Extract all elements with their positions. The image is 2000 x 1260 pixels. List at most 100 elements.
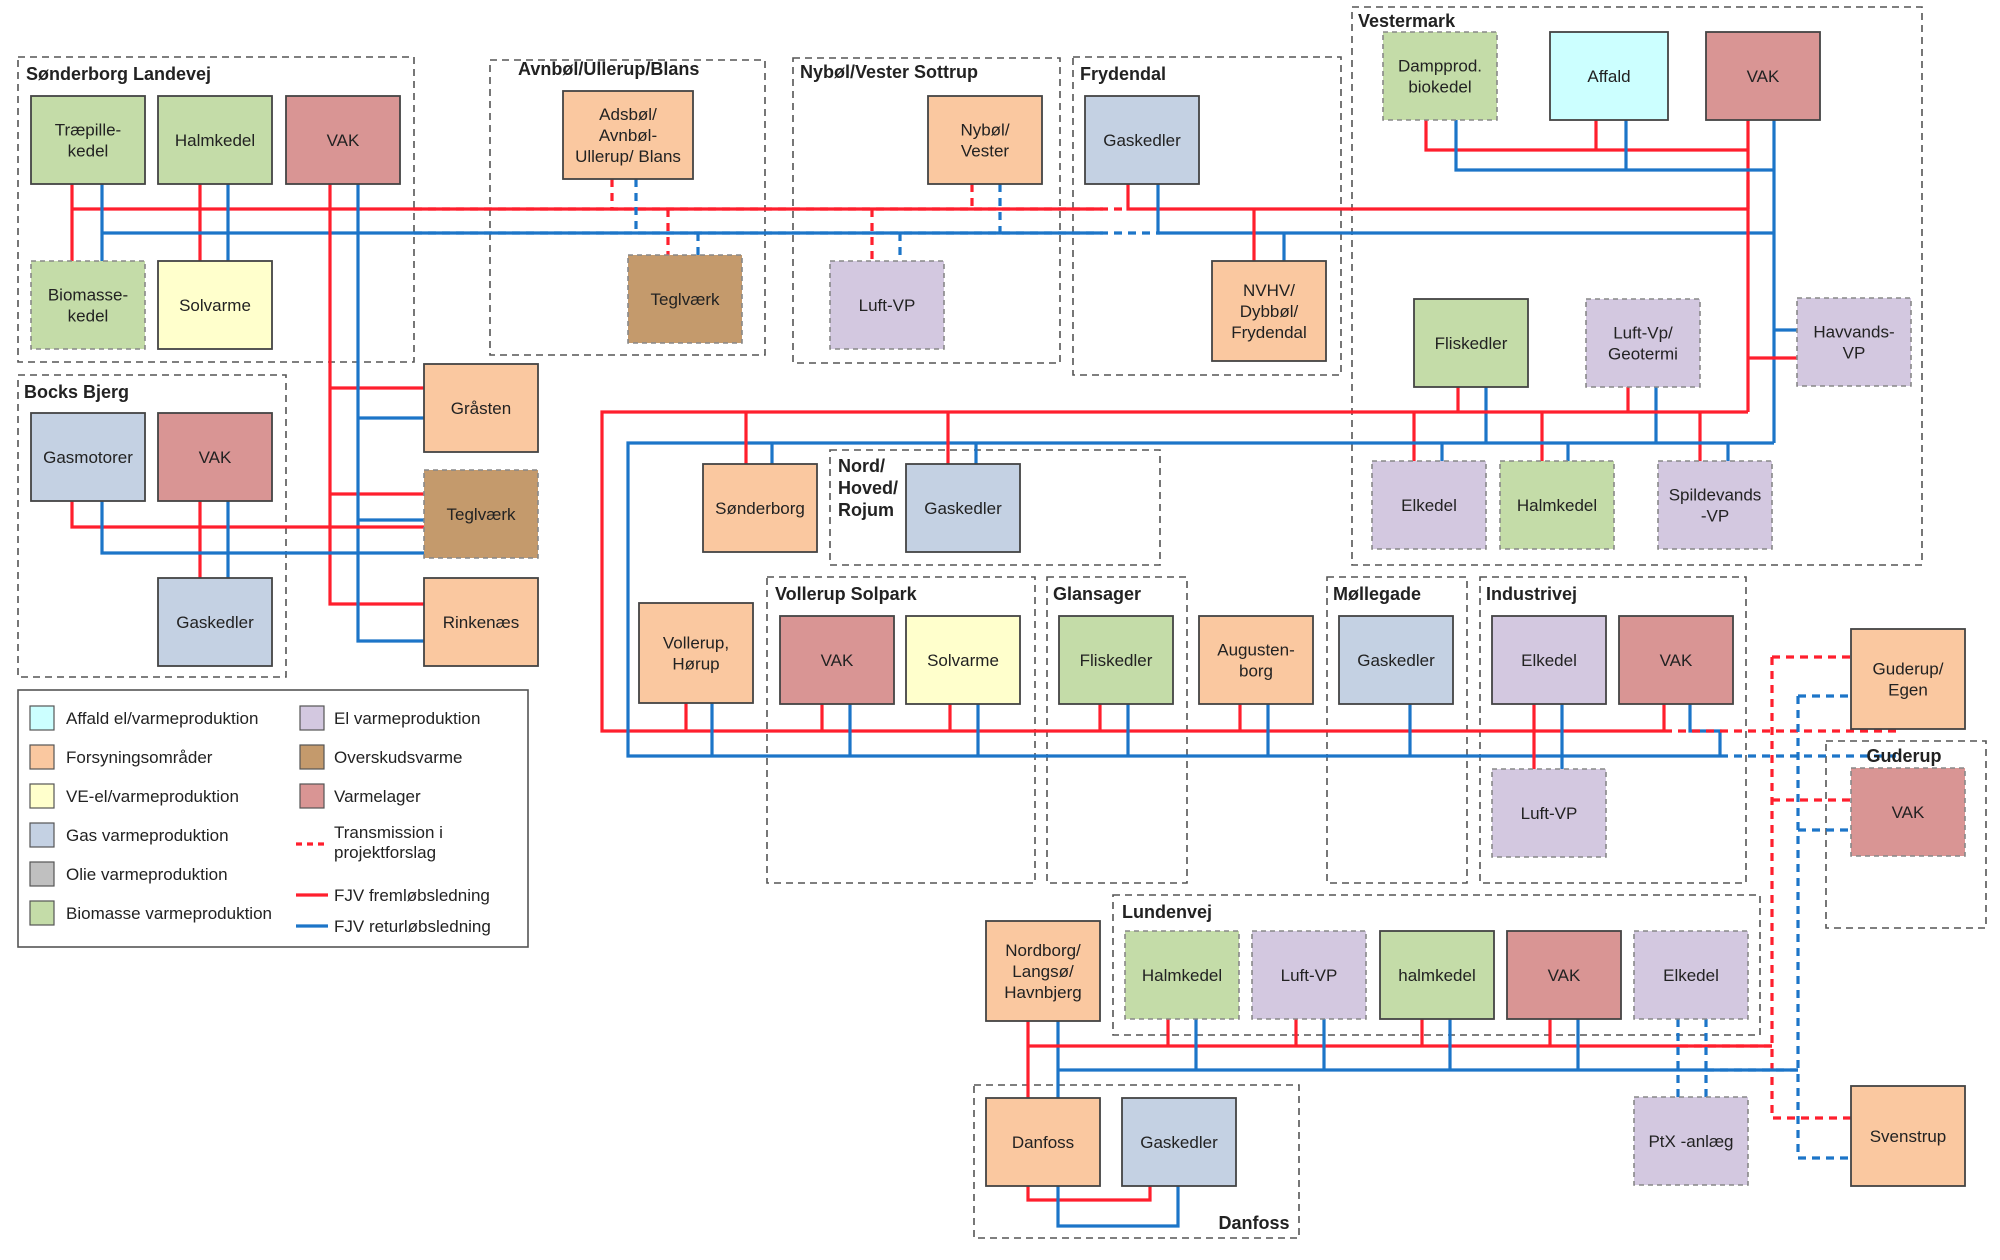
node-av_tegl: Teglværk [627, 254, 743, 344]
legend-label-overskud: Overskudsvarme [334, 748, 462, 767]
node-label-bb_gasmot: Gasmotorer [43, 448, 133, 467]
return-transmission-pipe [1796, 696, 1851, 1160]
legend-label-el: El varmeproduktion [334, 709, 480, 728]
node-lv_vak: VAK [1506, 930, 1622, 1020]
node-label-gra: Gråsten [451, 399, 511, 418]
node-df_gas: Gaskedler [1121, 1097, 1237, 1187]
legend-label-biomasse: Biomasse varmeproduktion [66, 904, 272, 923]
node-sl_halm: Halmkedel [157, 95, 273, 185]
node-svenstrup: Svenstrup [1850, 1085, 1966, 1187]
node-label-in_el: Elkedel [1521, 651, 1577, 670]
node-label-vs_vak: VAK [821, 651, 854, 670]
legend: Affald el/varmeproduktionForsyningsområd… [17, 689, 529, 948]
legend-swatch-biomasse [29, 900, 55, 926]
node-label-sonder: Sønderborg [715, 499, 805, 518]
node-vm_halm: Halmkedel [1499, 460, 1615, 550]
node-lv_luftvp: Luft-VP [1251, 930, 1367, 1020]
node-label-ny_nybol: Nybøl/Vester [960, 121, 1009, 161]
node-label-bb_gas: Gaskedler [176, 613, 254, 632]
node-sl_bio: Biomasse-kedel [30, 260, 146, 350]
legend-swatch-ve [29, 783, 55, 809]
node-sl_vak: VAK [285, 95, 401, 185]
area-frydendal [1072, 56, 1342, 376]
node-label-vm_halm: Halmkedel [1517, 496, 1597, 515]
node-label-vm_elkedel: Elkedel [1401, 496, 1457, 515]
node-label-vm_flis: Fliskedler [1435, 334, 1508, 353]
node-label-av_adsbol: Adsbøl/Avnbøl-Ullerup/ Blans [575, 105, 681, 166]
legend-swatch-gas [29, 822, 55, 848]
node-rinke: Rinkenæs [423, 577, 539, 667]
node-label-gl_flis: Fliskedler [1080, 651, 1153, 670]
area-label-guderup: Guderup [1867, 746, 1942, 766]
node-label-fr_nvhv: NVHV/Dybbøl/Frydendal [1231, 281, 1307, 342]
area-label-bocks_bjerg: Bocks Bjerg [24, 382, 129, 402]
node-label-lv_halm: Halmkedel [1142, 966, 1222, 985]
node-in_luftvp: Luft-VP [1491, 768, 1607, 858]
node-bb_gasmot: Gasmotorer [30, 412, 146, 502]
node-label-vm_vak: VAK [1747, 67, 1780, 86]
supply-transmission-pipe [1770, 657, 1851, 1120]
node-label-tegl2: Teglværk [447, 505, 516, 524]
return-pipe [626, 441, 1774, 758]
node-vm_luftgeo: Luft-Vp/Geotermi [1585, 298, 1701, 388]
node-vs_sol: Solvarme [905, 615, 1021, 705]
legend-label-ve: VE-el/varmeproduktion [66, 787, 239, 806]
node-label-lv_halm2: halmkedel [1398, 966, 1476, 985]
node-ny_luftvp: Luft-VP [829, 260, 945, 350]
area-nord [829, 449, 1161, 566]
node-vm_elkedel: Elkedel [1371, 460, 1487, 550]
area-bocks_bjerg [17, 374, 287, 678]
node-label-lv_elkedel: Elkedel [1663, 966, 1719, 985]
legend-label-gas: Gas varmeproduktion [66, 826, 229, 845]
node-label-in_vak: VAK [1660, 651, 1693, 670]
legend-label-varmelager: Varmelager [334, 787, 421, 806]
node-nordborg: Nordborg/Langsø/Havnbjerg [985, 920, 1101, 1022]
node-gud_egen: Guderup/Egen [1850, 628, 1966, 730]
node-av_adsbol: Adsbøl/Avnbøl-Ullerup/ Blans [562, 90, 694, 180]
node-label-lv_vak: VAK [1548, 966, 1581, 985]
node-vm_damp: Dampprod.biokedel [1382, 31, 1498, 121]
area-label-vollerup_solpark: Vollerup Solpark [775, 584, 918, 604]
area-label-mollegade: Møllegade [1333, 584, 1421, 604]
node-label-rinke: Rinkenæs [443, 613, 520, 632]
node-nord_gas: Gaskedler [905, 463, 1021, 553]
node-label-in_luftvp: Luft-VP [1521, 804, 1578, 823]
node-augusten: Augusten-borg [1198, 615, 1314, 705]
node-label-av_tegl: Teglværk [651, 290, 720, 309]
return-pipe [100, 501, 424, 555]
return-pipe [1688, 704, 1722, 756]
node-danfoss: Danfoss [985, 1097, 1101, 1187]
pipe-network [70, 120, 1900, 1228]
legend-swatch-varmelager [299, 783, 325, 809]
node-label-bb_vak: VAK [199, 448, 232, 467]
node-label-gud_vak: VAK [1892, 803, 1925, 822]
node-label-vm_spild: Spildevands-VP [1669, 486, 1762, 526]
node-ny_nybol: Nybøl/Vester [927, 95, 1043, 185]
area-label-nord: Nord/Hoved/Rojum [838, 456, 898, 520]
area-label-frydendal: Frydendal [1080, 64, 1166, 84]
node-vm_vak: VAK [1705, 31, 1821, 121]
legend-label-affald: Affald el/varmeproduktion [66, 709, 258, 728]
node-tegl2: Teglværk [423, 469, 539, 559]
legend-swatch-overskud [299, 744, 325, 770]
node-fr_nvhv: NVHV/Dybbøl/Frydendal [1211, 260, 1327, 362]
legend-label-return: FJV returløbsledning [334, 917, 491, 936]
node-vm_havvp: Havvands-VP [1796, 297, 1912, 387]
node-vm_affald: Affald [1549, 31, 1669, 121]
supply-pipe [600, 410, 1748, 733]
node-label-mo_gas: Gaskedler [1357, 651, 1435, 670]
node-label-vm_luftgeo: Luft-Vp/Geotermi [1608, 324, 1678, 364]
node-label-ny_luftvp: Luft-VP [859, 296, 916, 315]
legend-label-supply: FJV fremløbsledning [334, 886, 490, 905]
node-mo_gas: Gaskedler [1338, 615, 1454, 705]
supply-pipe [1424, 120, 1748, 152]
area-label-vestermark: Vestermark [1358, 11, 1456, 31]
legend-frame [17, 689, 529, 948]
area-danfoss [973, 1084, 1300, 1239]
node-label-df_gas: Gaskedler [1140, 1133, 1218, 1152]
node-label-vollerup: Vollerup,Hørup [663, 634, 729, 674]
node-bb_gas: Gaskedler [157, 577, 273, 667]
node-lv_halm: Halmkedel [1124, 930, 1240, 1020]
